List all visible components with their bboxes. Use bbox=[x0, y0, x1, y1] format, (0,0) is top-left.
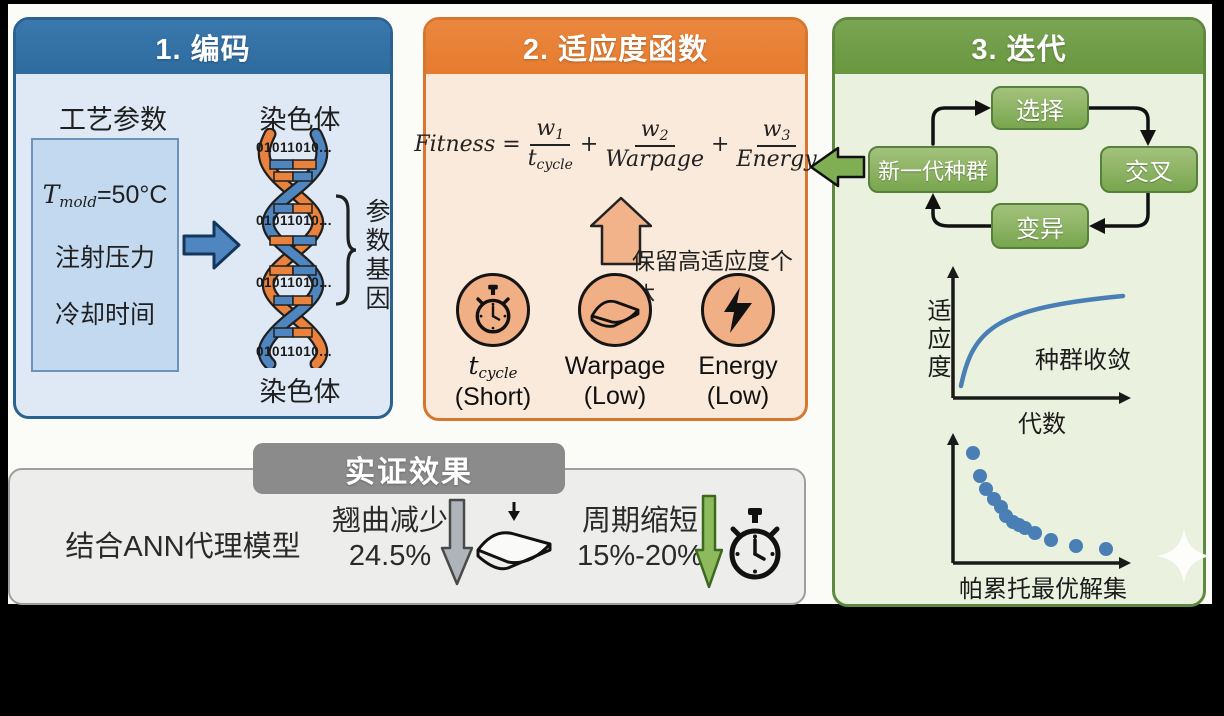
left-arrow-icon bbox=[809, 146, 866, 188]
convergence-xlabel: 代数 bbox=[1018, 411, 1066, 438]
energy-label: Energy(Low) bbox=[698, 352, 778, 410]
right-arrow-icon bbox=[182, 220, 241, 270]
down-arrow-green-icon bbox=[695, 494, 723, 589]
results-title: 实证效果 bbox=[253, 443, 565, 494]
convergence-ylabel: 适应度 bbox=[923, 298, 950, 382]
warped-sheet-icon bbox=[578, 273, 652, 347]
formula-term3: w3 Energy bbox=[736, 116, 817, 172]
process-parameters-box: Tmold=50°C 注射压力 冷却时间 bbox=[31, 138, 179, 372]
formula-lhs: Fitness bbox=[414, 132, 496, 158]
chromosome-bottom-label: 染色体 bbox=[259, 377, 341, 407]
panel-encoding: 1. 编码 工艺参数 染色体 Tmold=50°C 注射压力 冷却时间 bbox=[13, 17, 393, 419]
dna-rungs bbox=[269, 159, 317, 338]
gene-bracket-icon bbox=[335, 194, 357, 306]
cycle-box-selection: 选择 bbox=[991, 86, 1089, 130]
formula-term1: w1 tcycle bbox=[527, 116, 573, 174]
cycle-box-new-population: 新一代种群 bbox=[868, 146, 998, 193]
pareto-chart bbox=[947, 433, 1131, 569]
ann-model-label: 结合ANN代理模型 bbox=[65, 531, 301, 563]
sparkle-icon bbox=[1156, 528, 1212, 584]
warpage-objective: Warpage(Low) bbox=[555, 273, 675, 411]
diagram-canvas: 1. 编码 工艺参数 染色体 Tmold=50°C 注射压力 冷却时间 bbox=[8, 4, 1212, 607]
convergence-chart bbox=[947, 266, 1131, 404]
lightning-bolt-icon bbox=[701, 273, 775, 347]
param-injection-pressure: 注射压力 bbox=[54, 244, 155, 272]
formula-plus: + bbox=[710, 132, 730, 158]
energy-objective: Energy(Low) bbox=[678, 273, 798, 411]
param-cooling-time: 冷却时间 bbox=[54, 301, 155, 329]
warped-sheet-result-icon bbox=[476, 502, 552, 571]
formula-term2: w2 Warpage bbox=[605, 116, 704, 172]
dna-binary-label: 01011010... bbox=[255, 213, 333, 228]
pareto-xlabel: 帕累托最优解集 bbox=[959, 576, 1127, 603]
down-arrow-gray-icon bbox=[440, 498, 473, 586]
dna-binary-label: 01011010... bbox=[255, 140, 333, 155]
cycle-arrows bbox=[931, 106, 1150, 228]
panel-fitness: 2. 适应度函数 Fitness = w1 tcycle + w2 Warpag… bbox=[414, 17, 817, 421]
formula-equals: = bbox=[502, 132, 521, 158]
cycle-box-crossover: 交叉 bbox=[1100, 146, 1198, 193]
formula-plus: + bbox=[579, 132, 599, 158]
dna-binary-label: 01011010... bbox=[255, 275, 333, 290]
cycle-box-mutation: 变异 bbox=[991, 203, 1089, 249]
process-params-label: 工艺参数 bbox=[59, 105, 167, 135]
iteration-graphics bbox=[925, 100, 1156, 569]
panel-encoding-title: 1. 编码 bbox=[16, 20, 390, 74]
fitness-formula: Fitness = w1 tcycle + w2 Warpage + w3 En… bbox=[414, 116, 816, 174]
dna-binary-label: 01011010... bbox=[255, 344, 333, 359]
panel-fitness-title: 2. 适应度函数 bbox=[426, 20, 805, 74]
stopwatch-icon bbox=[456, 273, 530, 347]
param-tmold: Tmold=50°C bbox=[42, 180, 168, 211]
gene-bracket-label: 参数基因 bbox=[362, 198, 390, 314]
dna-helix-icon bbox=[257, 128, 329, 368]
up-arrow-icon bbox=[590, 196, 652, 266]
panel-iteration-title: 3. 迭代 bbox=[835, 20, 1203, 74]
warpage-label: Warpage(Low) bbox=[564, 352, 666, 410]
tcycle-objective: tcycle (Short) bbox=[433, 273, 553, 412]
tcycle-label: tcycle (Short) bbox=[454, 351, 532, 411]
panel-iteration: 3. 迭代 bbox=[832, 17, 1206, 607]
convergence-annotation: 种群收敛 bbox=[1035, 347, 1131, 374]
pareto-points bbox=[966, 446, 1113, 556]
stopwatch-result-icon bbox=[729, 508, 781, 580]
